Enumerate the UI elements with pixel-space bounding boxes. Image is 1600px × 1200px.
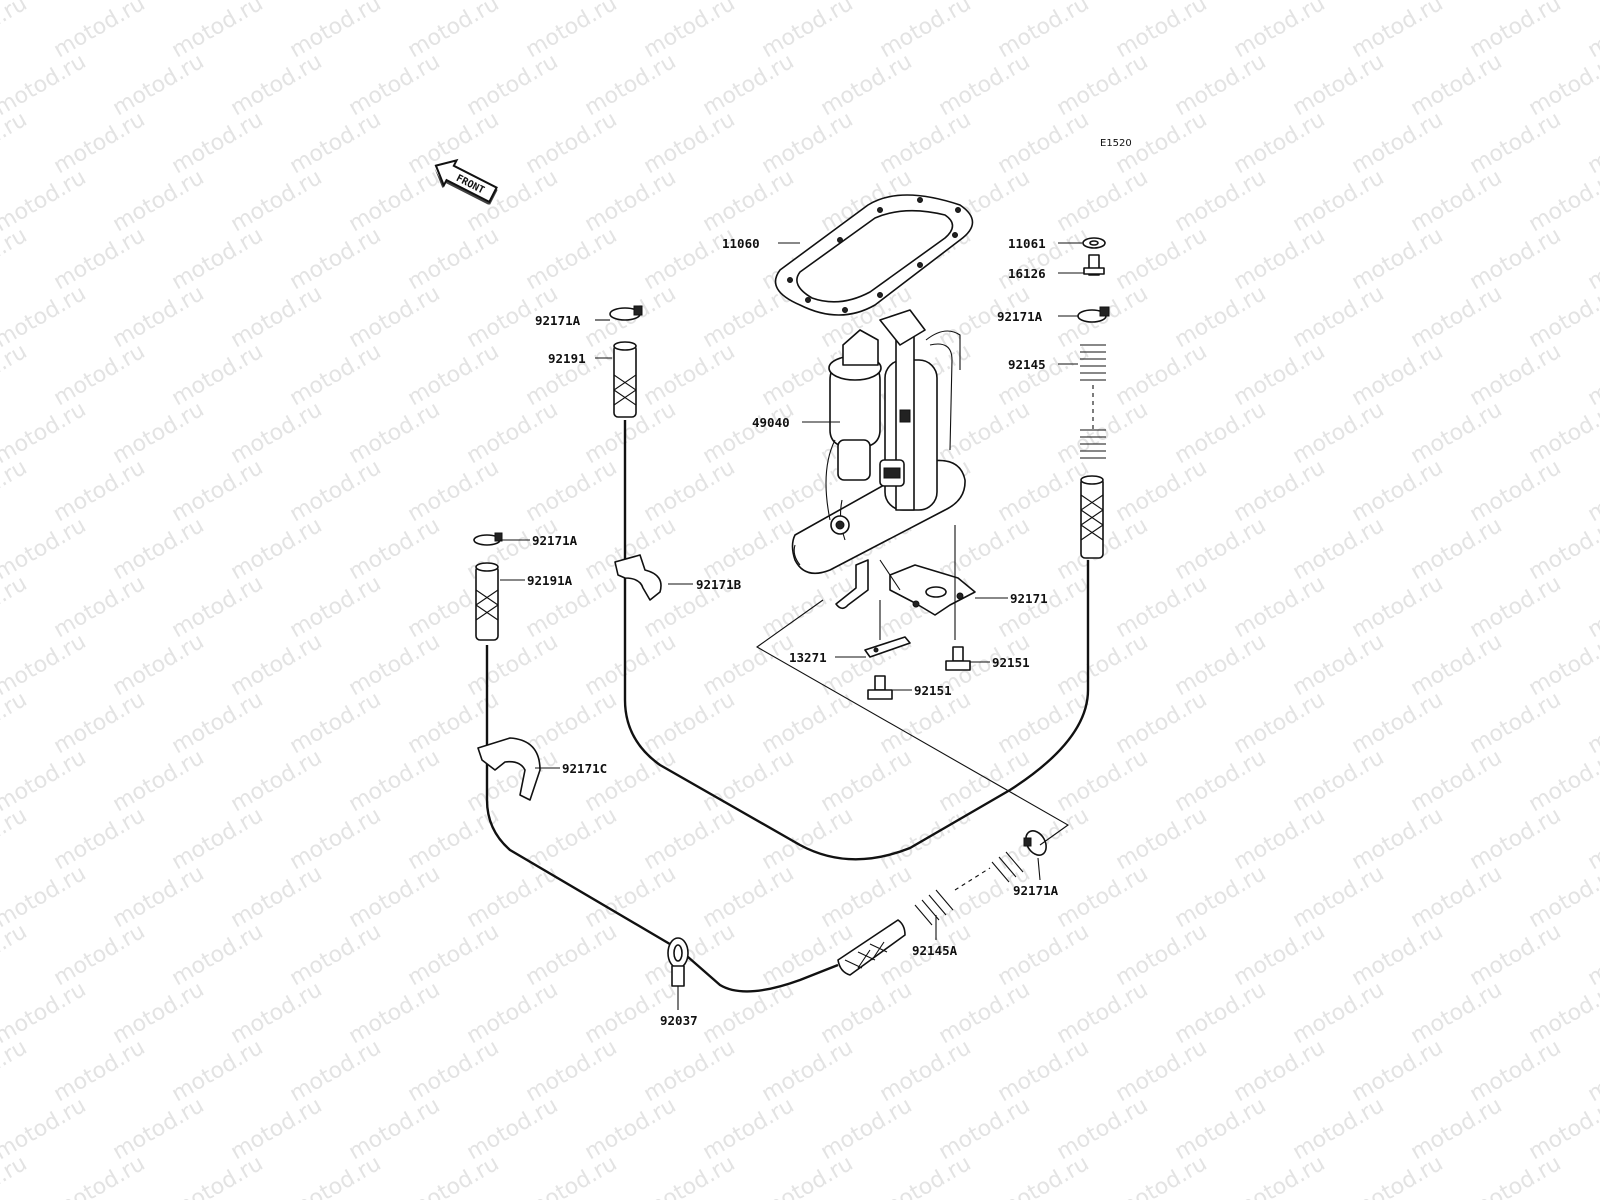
label-16126: 16126 <box>1008 266 1046 281</box>
hose-92191A <box>473 532 503 641</box>
bolt-92151-right <box>945 646 971 671</box>
reference-lines <box>755 525 1070 846</box>
hose-92145A <box>837 919 906 976</box>
diagram-code: E1520 <box>1100 138 1132 149</box>
bolt-92151-center <box>867 675 893 700</box>
fitting-92037 <box>667 937 689 987</box>
clamp-92171A-right-top <box>1077 306 1110 323</box>
leader-lines <box>500 242 1084 1010</box>
hose-92191 <box>609 305 643 418</box>
plate-13271 <box>864 636 911 658</box>
label-92191: 92191 <box>548 351 586 366</box>
hose-section-right <box>1080 475 1104 559</box>
label-92171A-bottom: 92171A <box>1013 883 1059 898</box>
clip-92171B <box>614 554 662 601</box>
label-92145: 92145 <box>1008 357 1046 372</box>
front-arrow-icon: FRONT <box>434 158 498 205</box>
label-92145A: 92145A <box>912 943 958 958</box>
bracket-92171 <box>889 564 976 616</box>
fuel-hose-left <box>485 645 839 993</box>
label-92171B: 92171B <box>696 577 742 592</box>
fuel-pump-49040 <box>791 309 966 610</box>
label-92171A-right-top: 92171A <box>997 309 1043 324</box>
label-11060: 11060 <box>722 236 760 251</box>
label-92171C: 92171C <box>562 761 607 776</box>
fuel-hose-main <box>623 420 1090 861</box>
spring-92145A <box>914 851 1024 926</box>
washer-11061 <box>1082 237 1106 249</box>
fitting-16126 <box>1083 254 1105 276</box>
label-92171A-left-top: 92171A <box>535 313 581 328</box>
clip-92171C <box>477 737 541 801</box>
label-92037: 92037 <box>660 1013 698 1028</box>
clamp-92171A-bottom <box>1023 830 1047 856</box>
gasket-11060 <box>774 194 974 316</box>
label-92171A-left-mid: 92171A <box>532 533 578 548</box>
label-13271: 13271 <box>789 650 827 665</box>
label-11061: 11061 <box>1008 236 1046 251</box>
spring-92145 <box>1080 344 1106 459</box>
label-92151-center: 92151 <box>914 683 952 698</box>
label-92151-right: 92151 <box>992 655 1030 670</box>
label-49040: 49040 <box>752 415 790 430</box>
label-92191A: 92191A <box>527 573 573 588</box>
label-92171: 92171 <box>1010 591 1048 606</box>
